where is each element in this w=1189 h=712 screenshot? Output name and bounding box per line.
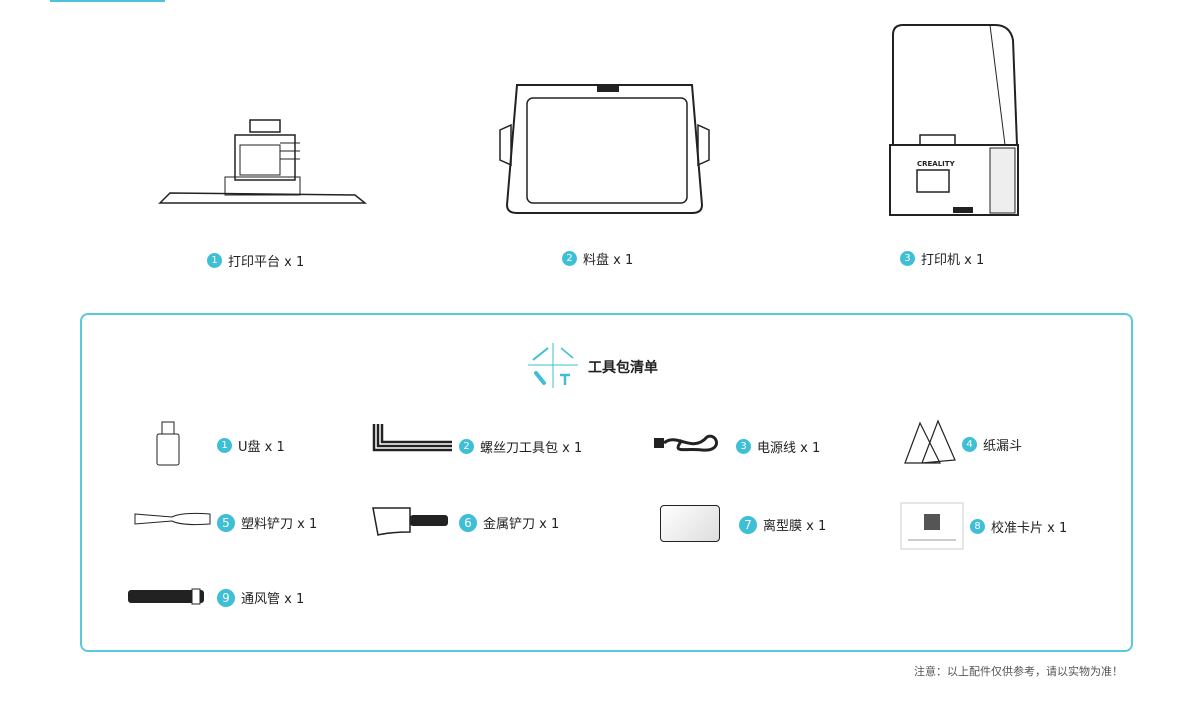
metal-scraper-image [372,507,448,536]
footer-note: 注意：以上配件仅供参考，请以实物为准！ [914,665,1123,678]
resin-vat-image [499,84,710,214]
printer-logo: CREALITY [917,160,956,168]
number-badge: 4 [962,437,977,452]
toolkit-item: 5 塑料铲刀 x 1 [217,513,317,532]
paper-funnel-image [904,419,956,464]
usb-drive-image [156,421,180,466]
vent-hose-image [128,588,204,605]
toolkit-item: 3 电源线 x 1 [736,437,820,456]
header-accent-bar [50,0,165,2]
toolkit-item: 4 纸漏斗 [962,435,1022,454]
hex-key-set-image [372,424,452,452]
item-printer: 3 打印机 x 1 [900,249,984,268]
number-badge: 2 [459,439,474,454]
number-badge: 1 [207,253,222,268]
item-label: 打印机 x 1 [921,253,985,268]
calibration-card-image [900,502,964,550]
item-label: U盘 x 1 [238,440,285,455]
toolkit-item: 8 校准卡片 x 1 [970,517,1067,536]
item-label: 螺丝刀工具包 x 1 [480,441,583,456]
toolkit-title: 工具包清单 [588,360,658,376]
item-build-platform: 1 打印平台 x 1 [207,251,304,270]
item-label: 打印平台 x 1 [228,255,305,270]
toolkit-item: 2 螺丝刀工具包 x 1 [459,437,582,456]
number-badge: 1 [217,438,232,453]
number-badge: 3 [736,439,751,454]
item-label: 校准卡片 x 1 [991,521,1068,536]
item-label: 料盘 x 1 [583,253,634,268]
power-cable-image [654,434,718,452]
toolkit-item: 7 离型膜 x 1 [739,515,826,534]
number-badge: 7 [739,515,757,534]
release-film-image [660,505,720,542]
item-label: 塑料铲刀 x 1 [241,517,318,532]
item-label: 纸漏斗 [983,439,1023,454]
toolkit-item: 1 U盘 x 1 [217,436,285,455]
plastic-scraper-image [134,512,211,526]
number-badge: 5 [217,513,235,532]
build-platform-image [158,119,368,204]
toolkit-panel [80,313,1133,652]
item-label: 金属铲刀 x 1 [483,517,560,532]
toolkit-item: 9 通风管 x 1 [217,588,304,607]
item-label: 电源线 x 1 [757,441,821,456]
item-resin-vat: 2 料盘 x 1 [562,249,633,268]
item-label: 离型膜 x 1 [763,519,827,534]
tools-icon [528,343,578,388]
number-badge: 8 [970,519,985,534]
number-badge: 2 [562,251,577,266]
toolkit-item: 6 金属铲刀 x 1 [459,513,559,532]
number-badge: 6 [459,513,477,532]
number-badge: 9 [217,588,235,607]
item-label: 通风管 x 1 [241,592,305,607]
printer-image: CREALITY [889,24,1019,216]
number-badge: 3 [900,251,915,266]
